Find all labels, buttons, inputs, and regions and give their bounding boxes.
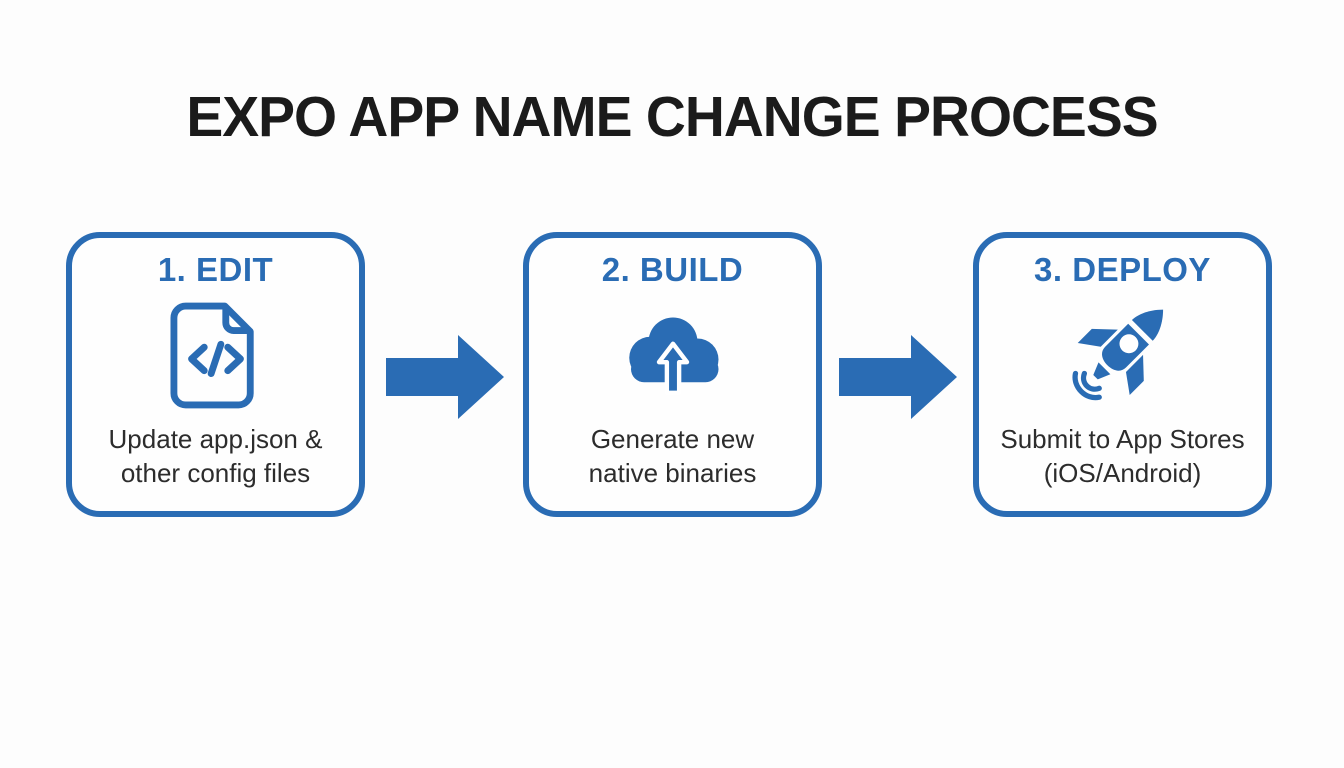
arrow-right-icon xyxy=(386,335,504,424)
step-box-edit: 1. EDIT Update app.json & other config f… xyxy=(66,232,365,517)
page-title: EXPO APP NAME CHANGE PROCESS xyxy=(186,85,1158,149)
step-description-edit: Update app.json & other config files xyxy=(109,423,323,491)
step-box-deploy: 3. DEPLOY Submit to App Stores (iOS/Andr… xyxy=(973,232,1272,517)
step-description-line: Generate new xyxy=(590,424,755,455)
step-description-line: other config files xyxy=(120,458,311,489)
cloud-upload-icon xyxy=(529,289,816,423)
step-description-line: native binaries xyxy=(588,458,757,489)
step-box-build: 2. BUILD Generate new native binaries xyxy=(523,232,822,517)
step-description-deploy: Submit to App Stores (iOS/Android) xyxy=(1000,423,1244,491)
step-description-build: Generate new native binaries xyxy=(589,423,757,491)
step-heading-deploy: 3. DEPLOY xyxy=(1034,251,1211,288)
step-description-line: Submit to App Stores xyxy=(1000,424,1245,455)
code-file-icon xyxy=(72,289,359,423)
step-heading-edit: 1. EDIT xyxy=(157,251,274,288)
arrow-right-icon xyxy=(839,335,957,424)
step-description-line: Update app.json & xyxy=(108,424,323,455)
rocket-icon xyxy=(979,289,1266,423)
step-heading-build: 2. BUILD xyxy=(601,251,744,288)
step-description-line: (iOS/Android) xyxy=(1043,458,1202,489)
